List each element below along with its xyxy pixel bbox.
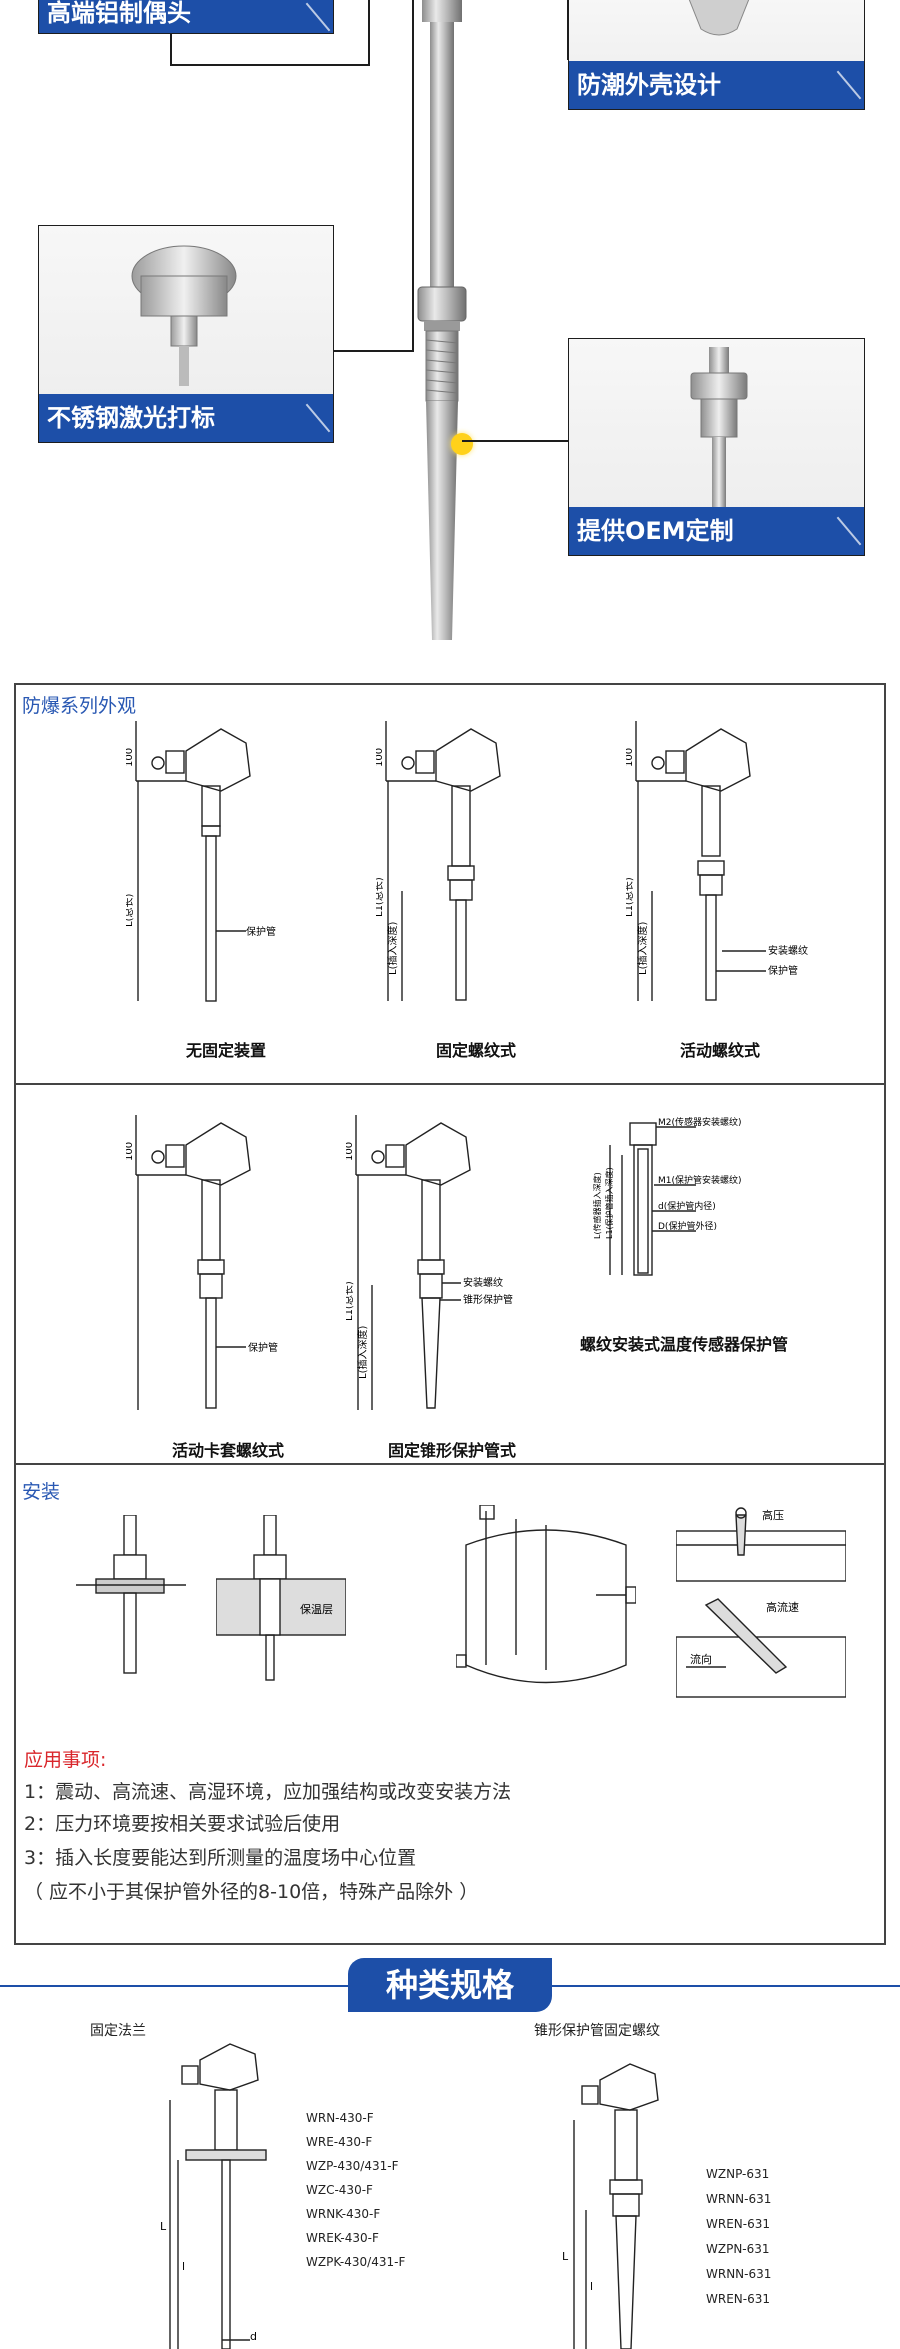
dim-label: d [250, 2330, 257, 2343]
leader-line [368, 0, 370, 66]
dim-label: 保护管 [768, 964, 798, 977]
install-diagram-insulated: 保温层 [216, 1515, 346, 1681]
feature-label: 防潮外壳设计 [569, 61, 864, 109]
dim-label: L1(总长) [376, 877, 385, 917]
dim-label: 100 [346, 1142, 355, 1161]
aluminum-head-image [131, 245, 237, 386]
model-item: WREN-631 [706, 2217, 770, 2231]
dim-label: L(插入深度) [636, 922, 649, 975]
install-diagram-flat [76, 1515, 186, 1674]
highlight-dot [451, 433, 473, 455]
dim-label: D(保护管外径) [658, 1220, 717, 1232]
leader-line [462, 440, 568, 442]
model-item: WZNP-631 [706, 2167, 770, 2181]
drawings-panel: 防爆系列外观 100 L(总长) 保护管 无固定装置 [14, 683, 886, 1945]
dim-label: M2(传感器安装螺纹) [658, 1116, 742, 1128]
dim-label: 100 [626, 748, 635, 767]
dim-label: L1(保护管插入深度) [604, 1167, 614, 1239]
model-item: WREK-430-F [306, 2231, 379, 2245]
dim-label: L(插入深度) [356, 1326, 369, 1379]
dim-label: 高压 [762, 1508, 784, 1522]
divider [16, 1463, 884, 1465]
note-item: 3：插入长度要能达到所测量的温度场中心位置 [24, 1847, 417, 1869]
dim-label: L1(总长) [346, 1281, 355, 1321]
dim-label: L(传感器插入深度) [592, 1172, 602, 1239]
model-item: WZP-430/431-F [306, 2159, 399, 2173]
note-item: 2：压力环境要按相关要求试验后使用 [24, 1813, 341, 1835]
dim-label: 流向 [690, 1652, 712, 1666]
dim-label: L1(总长) [626, 877, 635, 917]
oem-fitting-image [690, 347, 748, 507]
dim-label: 安装螺纹 [768, 944, 808, 957]
dim-label: d(保护管内径) [658, 1200, 716, 1212]
dim-label: L(插入深度) [386, 922, 399, 975]
leader-line [412, 0, 414, 352]
model-item: WZPK-430/431-F [306, 2255, 406, 2269]
dim-label: 锥形保护管 [463, 1293, 513, 1306]
note-item: （ 应不小于其保护管外径的8-10倍，特殊产品除外 ） [24, 1881, 479, 1903]
feature-callout: 防潮外壳设计 [568, 0, 865, 110]
spec-title-badge: 种类规格 [348, 1958, 552, 2012]
dim-label: 高流速 [766, 1600, 799, 1614]
feature-callout: 提供OEM定制 [568, 338, 865, 556]
dim-label: 100 [126, 748, 135, 767]
dim-label: 安装螺纹 [463, 1276, 503, 1289]
dim-label: 保温层 [300, 1602, 333, 1616]
notes-title: 应用事项: [24, 1749, 107, 1771]
drawing-fixed-tapered-tube: 100 L1(总长) L(插入深度) 安装螺纹 锥形保护管 [346, 1115, 513, 1410]
dim-label: 100 [376, 748, 385, 767]
dim-label: L(总长) [126, 894, 135, 927]
drawing-caption: 螺纹安装式温度传感器保护管 [579, 1335, 788, 1354]
model-list: WZNP-631 WRNN-631 WREN-631 WZPN-631 WRNN… [706, 2162, 771, 2312]
spec-subtitle: 锥形保护管固定螺纹 [534, 2023, 660, 2039]
drawing-caption: 活动螺纹式 [679, 1041, 760, 1060]
install-diagram-pipe-pressure: 高压 [676, 1507, 846, 1582]
model-list: WRN-430-F WRE-430-F WZP-430/431-F WZC-43… [306, 2106, 405, 2274]
dim-label: L [160, 2220, 167, 2233]
drawing-caption: 无固定装置 [185, 1041, 266, 1060]
drawing-no-fixture: 100 L(总长) 保护管 [126, 721, 276, 1002]
feature-callout: 不锈钢激光打标 [38, 225, 334, 443]
drawing-fixed-thread: 100 L1(总长) L(插入深度) [376, 721, 501, 1001]
feature-label: 不锈钢激光打标 [39, 394, 333, 442]
model-item: WREN-631 [706, 2292, 770, 2306]
spec-drawing-flange: L l d [160, 2043, 267, 2349]
model-item: WZPN-631 [706, 2242, 770, 2256]
feature-callout: 高端铝制偶头 [38, 0, 334, 34]
drawing-caption: 活动卡套螺纹式 [171, 1441, 284, 1460]
model-item: WRNN-631 [706, 2192, 772, 2206]
dim-label: M1(保护管安装螺纹) [658, 1174, 742, 1186]
note-item: 1：震动、高流速、高湿环境，应加强结构或改变安装方法 [24, 1781, 512, 1803]
moisture-proof-housing-image [688, 0, 750, 36]
feature-section: 高端铝制偶头 防潮外壳设计 不锈钢激光打标 提供OEM定制 [0, 0, 900, 640]
install-diagram-tank [456, 1505, 636, 1684]
drawing-caption: 固定螺纹式 [435, 1041, 516, 1060]
drawing-threaded-sensor-tube: M2(传感器安装螺纹) M1(保护管安装螺纹) d(保护管内径) D(保护管外径… [592, 1116, 742, 1276]
divider [16, 1083, 884, 1085]
model-item: WRN-430-F [306, 2111, 374, 2125]
leader-line [331, 350, 413, 352]
leader-line [170, 64, 370, 66]
dim-label: l [590, 2280, 593, 2293]
spec-subtitle: 固定法兰 [90, 2023, 146, 2039]
feature-label: 高端铝制偶头 [39, 0, 333, 33]
drawing-movable-ferrule-thread: 100 保护管 [126, 1115, 278, 1410]
drawing-movable-thread: 100 L1(总长) L(插入深度) 安装螺纹 保护管 [626, 721, 808, 1001]
dim-label: L [562, 2250, 569, 2263]
product-image [417, 0, 467, 640]
model-item: WZC-430-F [306, 2183, 373, 2197]
dim-label: l [182, 2260, 185, 2273]
dim-label: 保护管 [248, 1341, 278, 1354]
dim-label: 100 [126, 1142, 135, 1161]
section-title: 防爆系列外观 [22, 695, 137, 717]
feature-label: 提供OEM定制 [569, 507, 864, 555]
section-title: 安装 [22, 1481, 61, 1503]
model-item: WRE-430-F [306, 2135, 373, 2149]
dim-label: 保护管 [246, 925, 276, 938]
spec-drawing-tapered: L l [562, 2063, 659, 2349]
model-item: WRNN-631 [706, 2267, 772, 2281]
install-diagram-pipe-velocity: 高流速 流向 [676, 1598, 846, 1698]
drawing-caption: 固定锥形保护管式 [387, 1441, 516, 1460]
model-item: WRNK-430-F [306, 2207, 381, 2221]
